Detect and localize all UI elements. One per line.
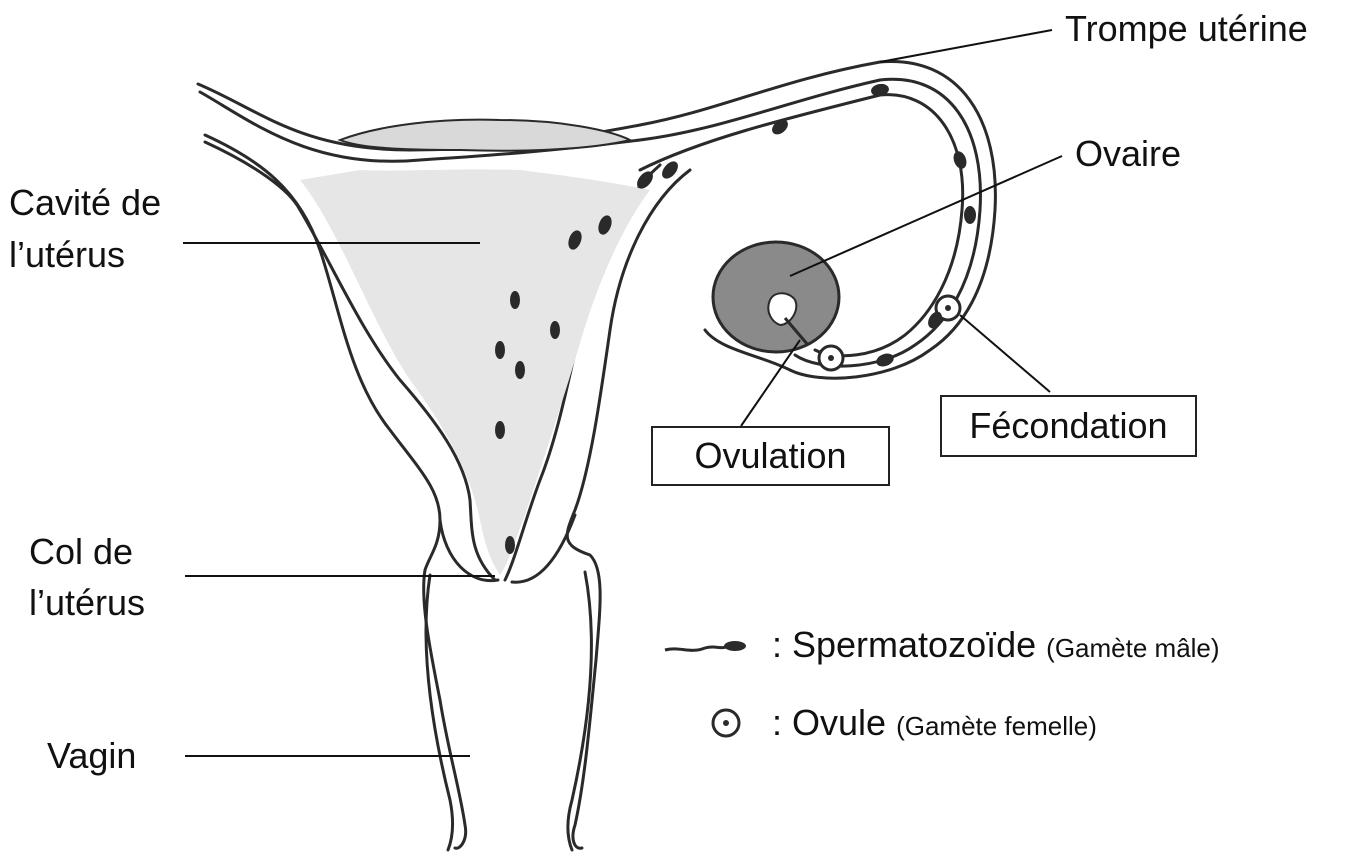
label-ovulation: Ovulation [694, 435, 846, 476]
leader-ovaire [790, 156, 1062, 276]
vagina-left [426, 575, 453, 850]
label-cavite-line2: l’utérus [9, 232, 125, 278]
label-vagin: Vagin [47, 733, 136, 779]
legend-sperm-term: : Spermatozoïde [772, 624, 1036, 665]
endometrium [300, 169, 650, 575]
legend-sperm: : Spermatozoïde (Gamète mâle) [772, 622, 1220, 671]
legend-sperm-note: (Gamète mâle) [1046, 633, 1219, 663]
label-col-line1: Col de [29, 529, 133, 575]
cervix-right-lip [512, 515, 575, 582]
label-col-line2: l’utérus [29, 580, 145, 626]
box-ovulation: Ovulation [651, 426, 890, 486]
legend-ovule: : Ovule (Gamète femelle) [772, 700, 1097, 749]
label-cavite-line1: Cavité de [9, 180, 161, 226]
sperm-legend-head [724, 641, 746, 651]
top-lining [340, 120, 630, 151]
label-ovaire: Ovaire [1075, 131, 1181, 177]
label-trompe-uterine: Trompe utérine [1065, 6, 1308, 52]
label-fecondation: Fécondation [969, 405, 1167, 446]
legend-ovule-note: (Gamète femelle) [896, 711, 1097, 741]
leader-trompe [880, 30, 1052, 62]
sperm-legend-icon [665, 646, 728, 650]
leader-fecondation [960, 315, 1050, 392]
legend-ovule-term: : Ovule [772, 702, 886, 743]
box-fecondation: Fécondation [940, 395, 1197, 457]
